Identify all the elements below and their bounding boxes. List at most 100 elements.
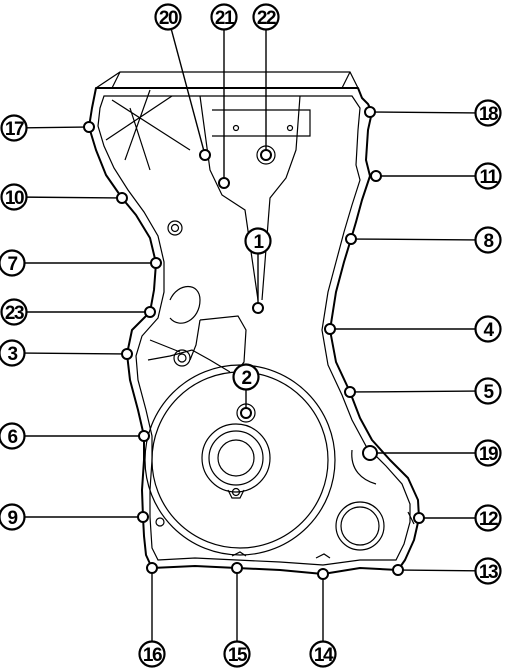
callout-bubble (223, 640, 251, 668)
callout-number: 18 (479, 104, 498, 125)
callout-bubble (0, 298, 28, 326)
bolt-marker (137, 511, 149, 523)
callout-13: 13 (392, 557, 502, 585)
leader-line (24, 352, 123, 355)
callout-9: 9 (0, 503, 149, 531)
bolt-marker (344, 386, 356, 398)
callout-bubble (474, 315, 502, 343)
callout-bubble (474, 377, 502, 405)
leader-line (26, 126, 85, 129)
callout-17: 17 (0, 114, 95, 142)
callout-bubble (474, 99, 502, 127)
callout-bubble (0, 183, 28, 211)
callout-bubble (0, 114, 28, 142)
callout-23: 23 (0, 298, 156, 326)
bolt-marker (413, 512, 425, 524)
callout-number: 11 (479, 167, 498, 188)
bolt-marker (83, 121, 95, 133)
callout-22: 22 (252, 3, 280, 165)
bolt-marker (146, 562, 158, 574)
callout-bubble (474, 504, 502, 532)
bolt-marker (231, 562, 243, 574)
callout-12: 12 (413, 504, 502, 532)
callout-bubble (474, 439, 502, 467)
callout-3: 3 (0, 339, 133, 367)
bolt-marker (345, 233, 357, 245)
bolt-washer (236, 403, 256, 423)
callout-number: 10 (5, 188, 24, 209)
callout-bubble (244, 227, 272, 255)
callout-bubble (474, 162, 502, 190)
callout-number: 9 (7, 508, 17, 529)
bolt-marker (260, 149, 272, 161)
leader-line (354, 390, 476, 393)
callout-number: 15 (228, 645, 248, 666)
callout-8: 8 (345, 226, 502, 254)
callout-bubble (309, 640, 337, 668)
callout-bubble (474, 557, 502, 585)
callout-number: 6 (7, 427, 17, 448)
callout-19: 19 (362, 439, 502, 467)
bolt-marker (138, 430, 150, 442)
callout-number: 16 (143, 645, 162, 666)
callout-bubble (0, 249, 26, 277)
callout-bubble (210, 3, 238, 31)
callout-bubble (474, 226, 502, 254)
callout-number: 12 (479, 509, 498, 530)
bolt-marker (252, 302, 264, 314)
callout-2: 2 (232, 363, 260, 423)
callout-number: 3 (7, 344, 17, 365)
bolt-marker (364, 106, 376, 118)
callout-6: 6 (0, 422, 150, 450)
callout-number: 17 (5, 119, 24, 140)
callout-7: 7 (0, 249, 162, 277)
bolt-marker (240, 407, 252, 419)
callout-14: 14 (309, 568, 337, 668)
callout-number: 22 (257, 8, 276, 29)
bolt-washer (256, 145, 276, 165)
bolt-marker (121, 348, 133, 360)
callout-bubble (0, 422, 26, 450)
leader-line (355, 238, 476, 241)
callout-20: 20 (154, 3, 211, 161)
callout-1: 1 (244, 227, 272, 314)
leader-line (374, 111, 476, 114)
bolt-marker (144, 306, 156, 318)
callout-4: 4 (324, 315, 502, 343)
leader-line (170, 28, 205, 151)
callout-number: 19 (479, 444, 498, 465)
timing-cover-body (88, 71, 420, 575)
callout-11: 11 (370, 162, 502, 190)
callout-15: 15 (223, 562, 251, 668)
bolt-marker (392, 564, 404, 576)
callout-10: 10 (0, 183, 128, 211)
callout-bubble (252, 3, 280, 31)
callout-16: 16 (138, 562, 166, 668)
callout-bubble (0, 339, 26, 367)
bolt-marker (317, 568, 329, 580)
leader-line (402, 569, 476, 572)
leader-line (26, 196, 118, 199)
callout-18: 18 (364, 99, 502, 127)
callout-bubble (232, 363, 260, 391)
callout-number: 13 (479, 562, 498, 583)
callout-number: 21 (215, 8, 235, 29)
callout-bubble (0, 503, 26, 531)
bolt-marker (218, 177, 230, 189)
callout-number: 23 (5, 303, 24, 324)
bolt-marker (199, 149, 211, 161)
callout-bubble (138, 640, 166, 668)
callout-number: 2 (241, 368, 251, 389)
callout-number: 7 (7, 254, 17, 275)
bolt-marker (370, 170, 382, 182)
bolt-marker (362, 445, 378, 461)
callout-5: 5 (344, 377, 502, 405)
callout-number: 14 (314, 645, 334, 666)
bolt-marker (150, 257, 162, 269)
callout-number: 8 (483, 231, 493, 252)
callout-bubble (154, 3, 182, 31)
bolt-marker (324, 323, 336, 335)
bolt-marker (116, 192, 128, 204)
